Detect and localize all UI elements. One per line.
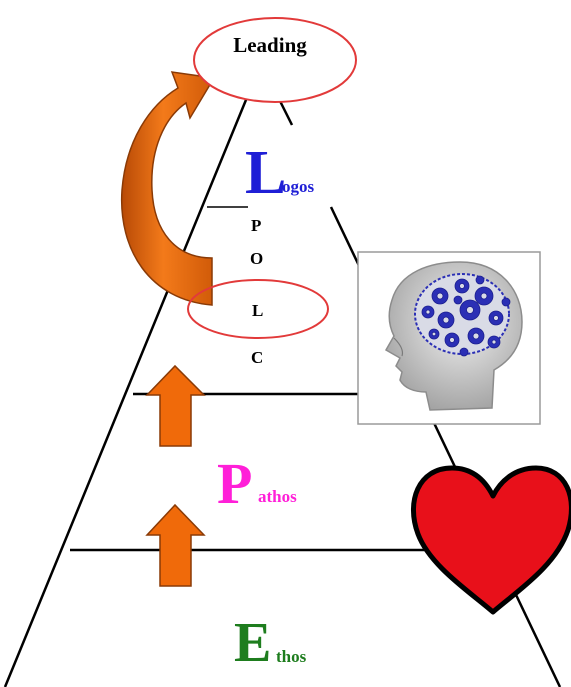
ethos-rest: thos	[276, 647, 307, 666]
leading-ellipse	[194, 18, 356, 102]
logos-rest: ogos	[282, 177, 315, 196]
ethos-label: E thos	[234, 612, 307, 674]
leading-node: Leading	[194, 18, 356, 102]
pathos-rest: athos	[258, 487, 297, 506]
polc-letter-l: L	[252, 301, 263, 320]
logos-label: L ogos	[245, 139, 315, 207]
pathos-initial: P	[217, 451, 252, 516]
brain-gears-icon	[358, 252, 540, 424]
curved-arrow-to-leading	[122, 72, 214, 305]
logos-initial: L	[245, 139, 286, 207]
polc-letter-c: C	[251, 348, 263, 367]
ethos-initial: E	[234, 612, 271, 674]
up-arrow-to-pathos	[147, 505, 204, 586]
pathos-label: P athos	[217, 451, 297, 516]
polc-letter-p: P	[251, 216, 261, 235]
leading-label: Leading	[233, 33, 307, 57]
polc-letter-o: O	[250, 249, 263, 268]
heart-icon	[413, 468, 571, 612]
up-arrow-to-logos	[147, 366, 204, 446]
